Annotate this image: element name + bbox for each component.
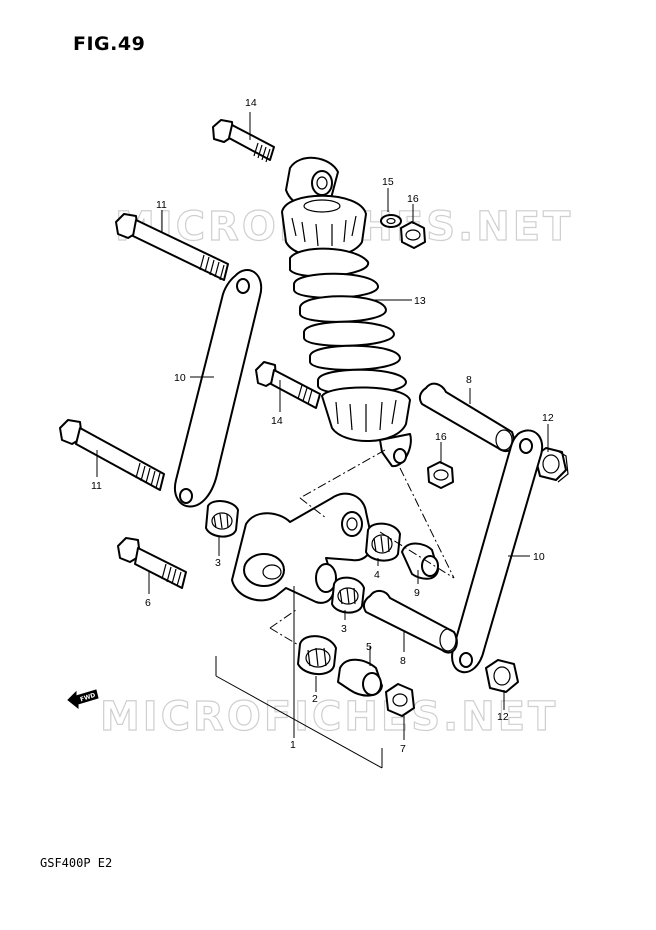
nut-7 bbox=[385, 683, 415, 717]
callout-1: 1 bbox=[290, 739, 296, 751]
rod-10-right bbox=[451, 429, 543, 673]
leader-lines bbox=[96, 112, 549, 740]
callout-6: 6 bbox=[145, 597, 151, 609]
nut-16-top bbox=[400, 221, 426, 249]
callout-14-middle: 14 bbox=[271, 415, 283, 427]
fwd-label: FWD bbox=[79, 692, 96, 704]
watermark-bottom: MICROFICHES.NET bbox=[100, 694, 558, 740]
callout-12-upper: 12 bbox=[542, 412, 554, 424]
assembly-bracket bbox=[215, 656, 383, 769]
callout-12-lower: 12 bbox=[497, 711, 509, 723]
bolt-11-upper bbox=[115, 213, 229, 281]
figure-title: FIG.49 bbox=[73, 33, 146, 55]
spacer-8-upper bbox=[418, 382, 515, 453]
bearing-3-left bbox=[205, 500, 239, 538]
callout-8-lower: 8 bbox=[400, 655, 406, 667]
spacer-8-lower bbox=[362, 590, 458, 654]
bolt-14-middle bbox=[255, 361, 321, 409]
nut-16-lower bbox=[427, 461, 454, 489]
callout-3-left: 3 bbox=[215, 557, 221, 569]
model-code: GSF400P E2 bbox=[40, 856, 113, 870]
callout-11-upper: 11 bbox=[156, 199, 167, 211]
callout-3-right: 3 bbox=[341, 623, 347, 635]
spacer-5 bbox=[337, 658, 383, 697]
callout-11-lower: 11 bbox=[91, 480, 102, 492]
bearing-4 bbox=[365, 522, 401, 562]
callout-2: 2 bbox=[312, 693, 318, 705]
rod-10-left bbox=[173, 269, 263, 508]
cushion-lever-1 bbox=[231, 492, 374, 604]
nut-12-lower bbox=[485, 659, 519, 693]
bolt-11-lower bbox=[59, 419, 165, 491]
washer-15 bbox=[380, 214, 402, 228]
callout-8-upper: 8 bbox=[466, 374, 472, 386]
spacer-9 bbox=[401, 542, 439, 580]
callout-5: 5 bbox=[366, 641, 372, 653]
bolt-14-top bbox=[212, 119, 275, 163]
callout-7: 7 bbox=[400, 743, 406, 755]
callout-13: 13 bbox=[414, 295, 426, 307]
callout-16-lower: 16 bbox=[435, 431, 447, 443]
centerline-lever bbox=[269, 531, 455, 647]
fwd-arrow-icon: FWD bbox=[67, 689, 99, 710]
callout-10-left: 10 bbox=[174, 372, 186, 384]
centerline-shock bbox=[299, 449, 455, 579]
callout-4: 4 bbox=[374, 569, 380, 581]
bearing-3-right bbox=[331, 576, 365, 614]
callout-16-top: 16 bbox=[407, 193, 419, 205]
bolt-6 bbox=[117, 537, 187, 589]
nut-12-upper bbox=[534, 447, 569, 483]
callout-14-top: 14 bbox=[245, 97, 257, 109]
callout-10-right: 10 bbox=[533, 551, 545, 563]
callout-15: 15 bbox=[382, 176, 394, 188]
bearing-2 bbox=[297, 635, 337, 675]
shock-absorber-13 bbox=[281, 156, 412, 468]
callout-9: 9 bbox=[414, 587, 420, 599]
